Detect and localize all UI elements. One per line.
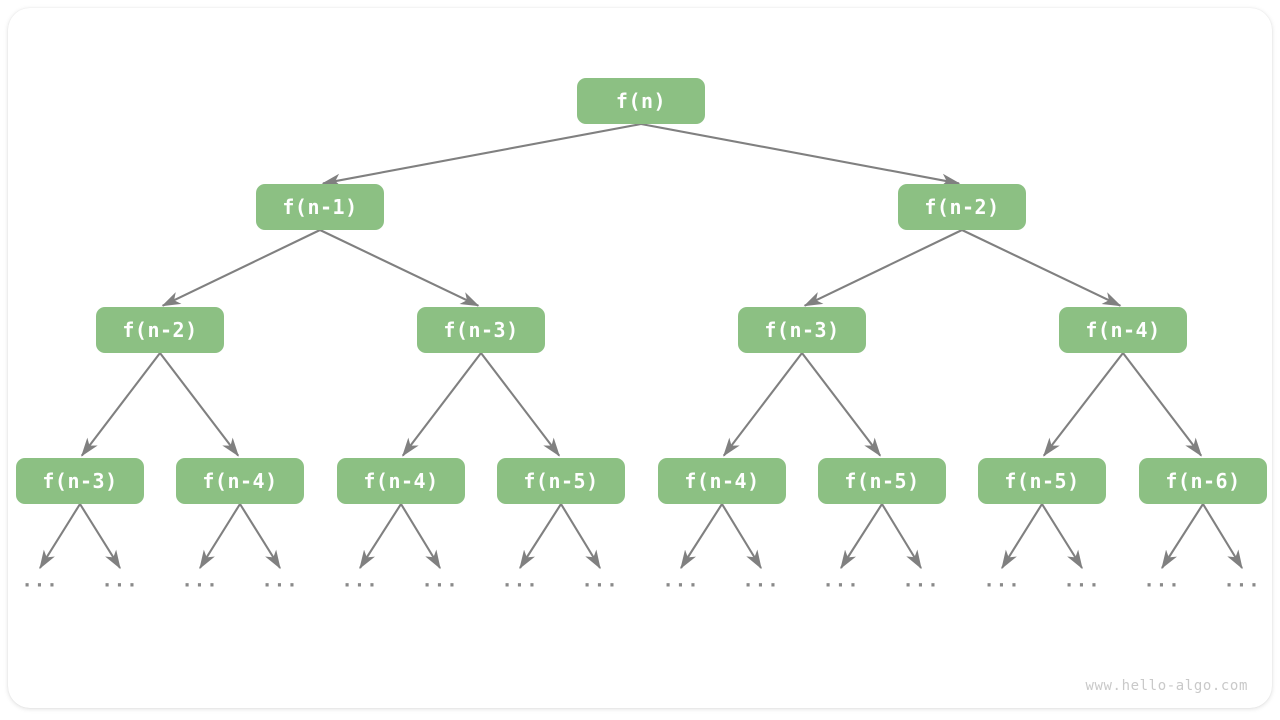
ellipsis-leaf: ··· — [21, 574, 59, 597]
ellipsis-leaf: ··· — [501, 574, 539, 597]
tree-node: f(n-1) — [256, 184, 384, 230]
ellipsis-leaf: ··· — [581, 574, 619, 597]
watermark: www.hello-algo.com — [1085, 678, 1248, 694]
tree-node: f(n-4) — [337, 458, 465, 504]
tree-node: f(n-5) — [497, 458, 625, 504]
tree-node: f(n-5) — [978, 458, 1106, 504]
tree-node: f(n-5) — [818, 458, 946, 504]
tree-node: f(n-2) — [898, 184, 1026, 230]
ellipsis-leaf: ··· — [261, 574, 299, 597]
ellipsis-leaf: ··· — [421, 574, 459, 597]
ellipsis-leaf: ··· — [1223, 574, 1261, 597]
ellipsis-leaf: ··· — [101, 574, 139, 597]
tree-node: f(n) — [577, 78, 705, 124]
ellipsis-leaf: ··· — [662, 574, 700, 597]
tree-node: f(n-3) — [738, 307, 866, 353]
ellipsis-leaf: ··· — [1143, 574, 1181, 597]
tree-node: f(n-3) — [16, 458, 144, 504]
ellipsis-leaf: ··· — [1063, 574, 1101, 597]
tree-node: f(n-3) — [417, 307, 545, 353]
tree-node: f(n-4) — [1059, 307, 1187, 353]
ellipsis-leaf: ··· — [341, 574, 379, 597]
ellipsis-leaf: ··· — [822, 574, 860, 597]
tree-node: f(n-6) — [1139, 458, 1267, 504]
ellipsis-leaf: ··· — [983, 574, 1021, 597]
tree-node: f(n-4) — [176, 458, 304, 504]
tree-node: f(n-2) — [96, 307, 224, 353]
ellipsis-leaf: ··· — [902, 574, 940, 597]
tree-node: f(n-4) — [658, 458, 786, 504]
ellipsis-leaf: ··· — [742, 574, 780, 597]
ellipsis-leaf: ··· — [181, 574, 219, 597]
